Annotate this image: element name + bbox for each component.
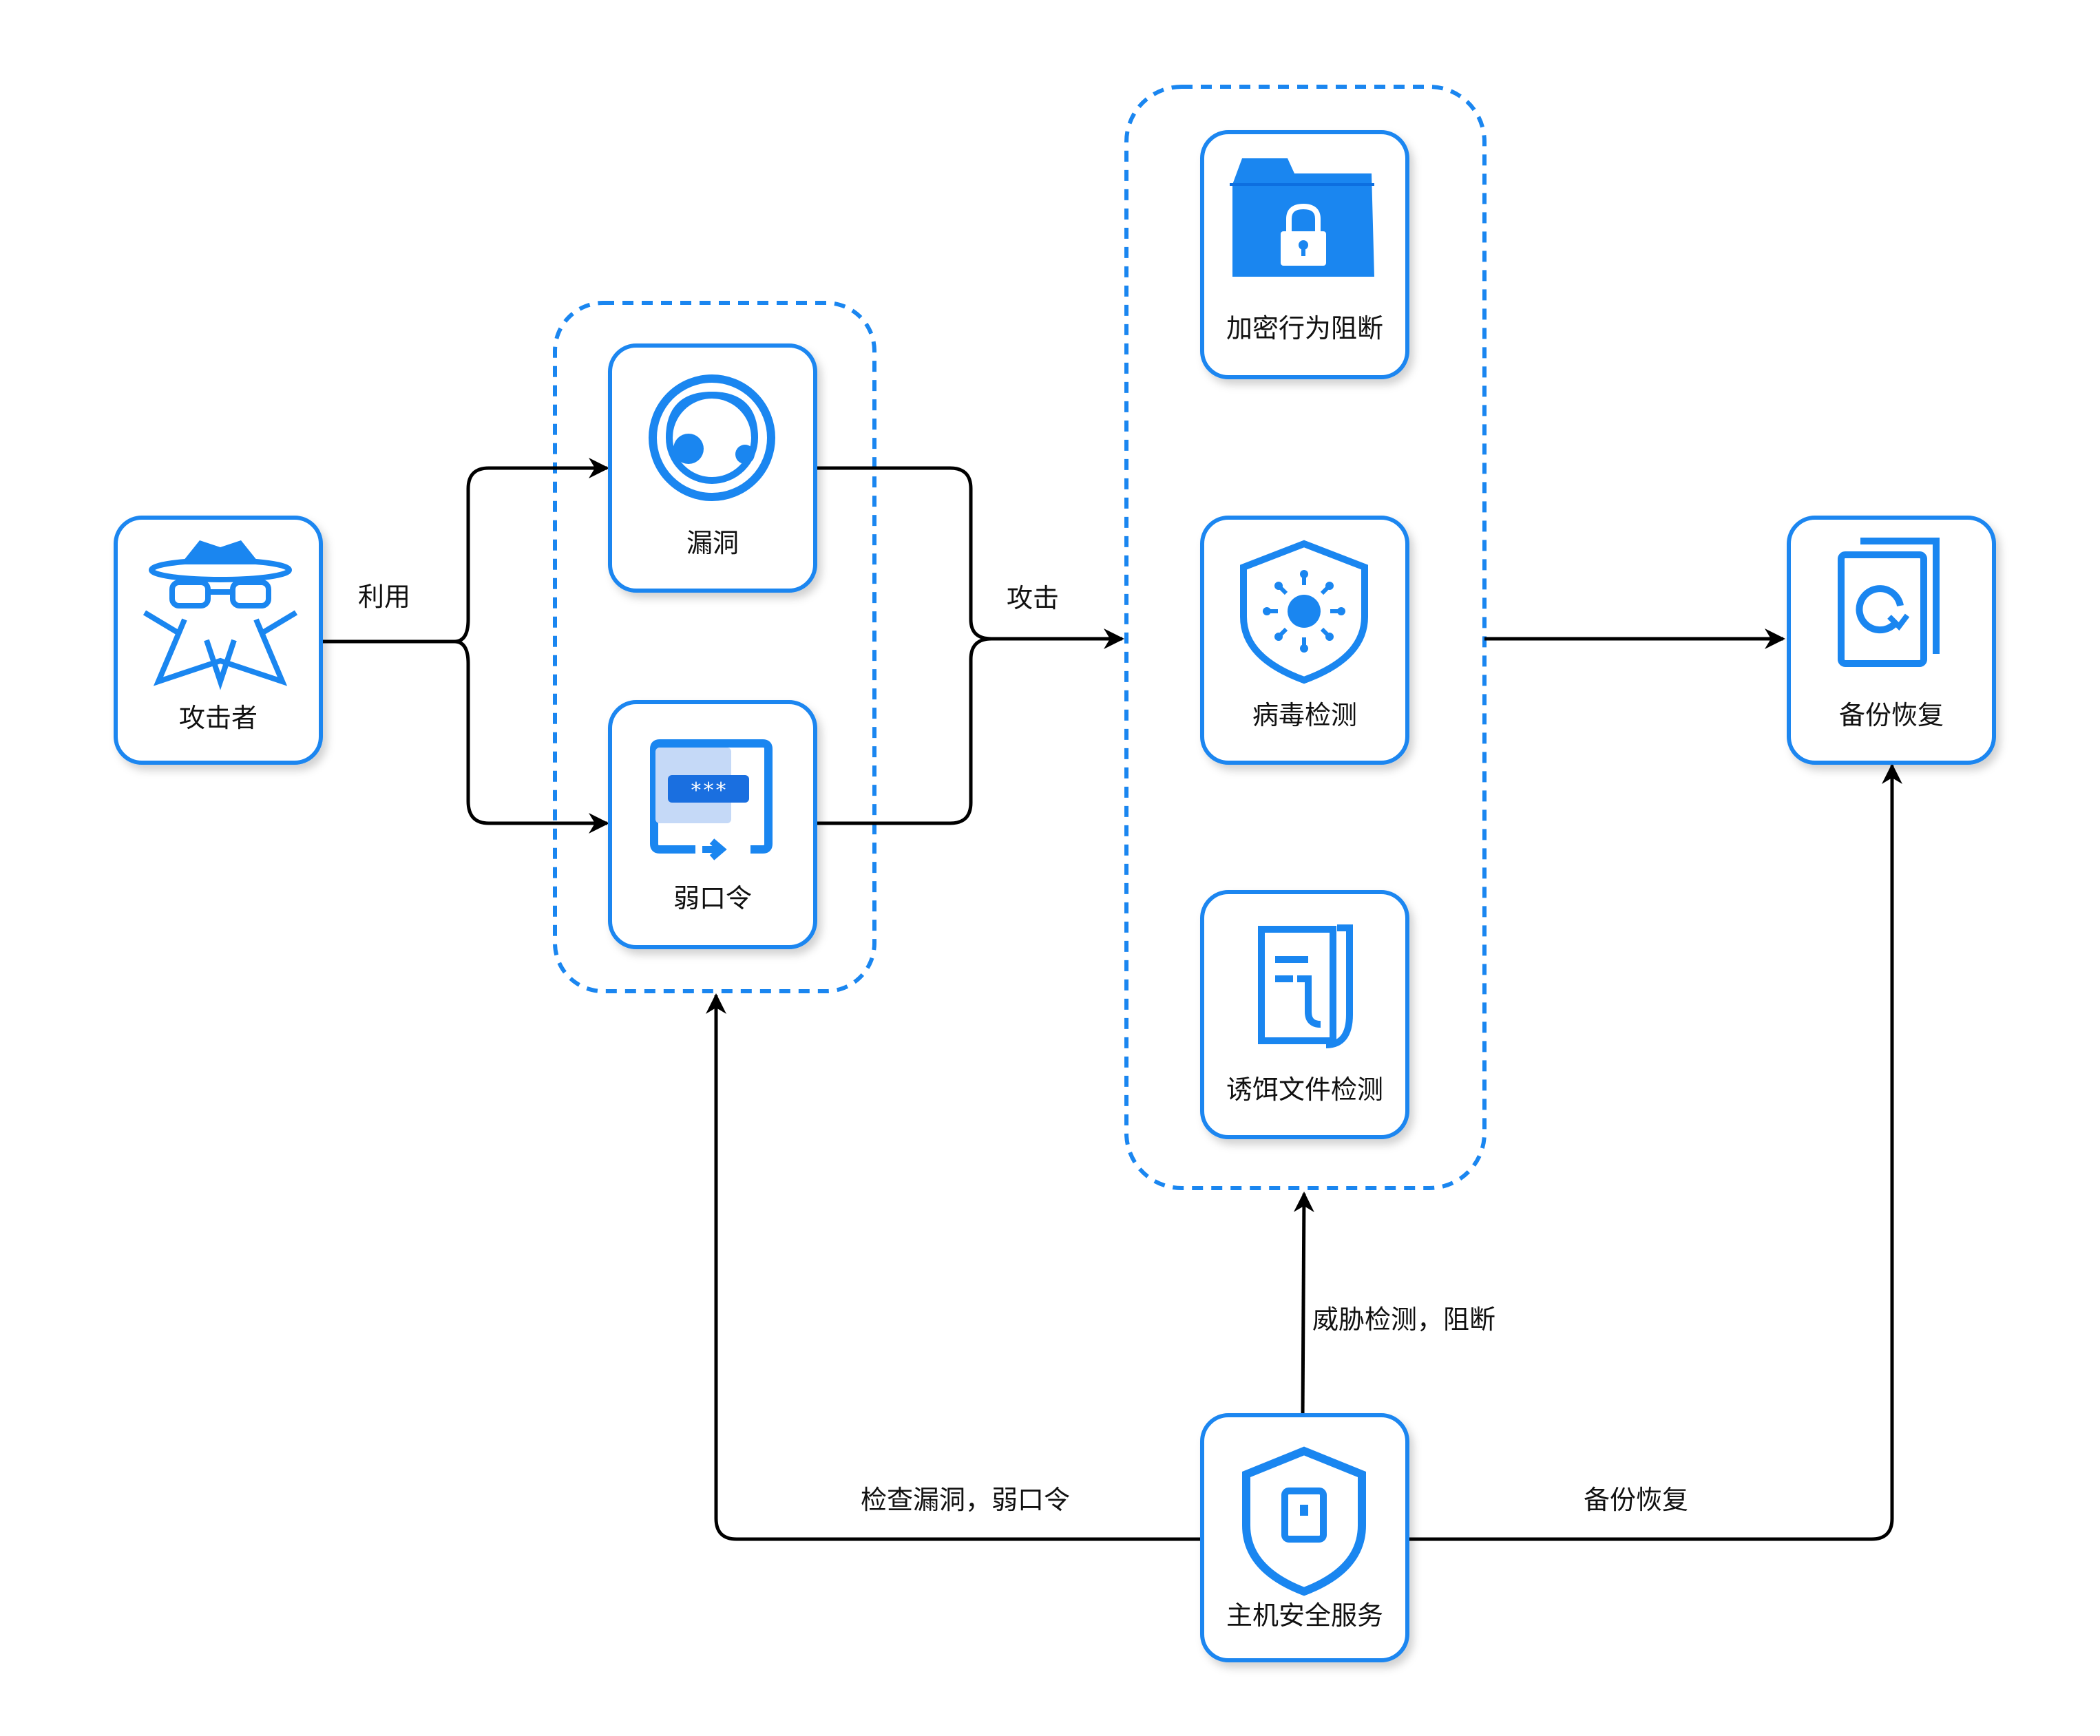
edge-label-attack: 攻击 bbox=[1007, 583, 1059, 613]
node-backup-restore-label: 备份恢复 bbox=[1839, 700, 1944, 730]
edge-host-check bbox=[706, 993, 1201, 1541]
edge-label-check: 检查漏洞，弱口令 bbox=[861, 1485, 1070, 1515]
edge-host-backup bbox=[1407, 763, 1902, 1541]
locked-folder-icon bbox=[1230, 158, 1374, 277]
edge-weak-password-attack bbox=[817, 637, 992, 825]
edge-label-backup: 备份恢复 bbox=[1584, 1485, 1688, 1515]
security-shield-icon bbox=[1242, 1446, 1366, 1596]
node-attacker-label: 攻击者 bbox=[179, 703, 258, 733]
node-virus-detection-label: 病毒检测 bbox=[1252, 700, 1357, 730]
hacker-spy-icon bbox=[143, 540, 298, 690]
node-encryption-block[interactable]: 加密行为阻断 bbox=[1200, 130, 1409, 379]
node-weak-password[interactable]: *** 弱口令 bbox=[608, 700, 817, 949]
node-vulnerability-label: 漏洞 bbox=[686, 528, 739, 558]
node-host-security-label: 主机安全服务 bbox=[1226, 1600, 1383, 1631]
node-virus-detection[interactable]: 病毒检测 bbox=[1200, 516, 1409, 765]
edge-exploit-weak-password bbox=[454, 639, 609, 834]
svg-text:***: *** bbox=[690, 779, 727, 803]
backup-restore-icon bbox=[1838, 538, 1940, 667]
node-vulnerability[interactable]: 漏洞 bbox=[608, 343, 817, 593]
node-decoy-detection-label: 诱饵文件检测 bbox=[1226, 1075, 1383, 1105]
edge-host-threat-detect bbox=[1293, 1192, 1314, 1416]
node-weak-password-label: 弱口令 bbox=[673, 883, 752, 913]
edge-label-exploit: 利用 bbox=[358, 582, 410, 612]
node-backup-restore[interactable]: 备份恢复 bbox=[1787, 516, 1996, 765]
edge-exploit-vulnerability bbox=[454, 458, 609, 644]
edges bbox=[322, 458, 1902, 1541]
edge-vulnerability-attack bbox=[817, 466, 992, 641]
node-attacker[interactable]: 攻击者 bbox=[114, 516, 323, 765]
password-login-icon: *** bbox=[650, 739, 773, 860]
edge-label-threat-detect: 威胁检测，阻断 bbox=[1312, 1304, 1495, 1335]
decoy-document-icon bbox=[1258, 924, 1353, 1048]
node-encryption-block-label: 加密行为阻断 bbox=[1226, 313, 1383, 343]
node-decoy-detection[interactable]: 诱饵文件检测 bbox=[1200, 890, 1409, 1139]
support-headset-icon bbox=[649, 374, 775, 501]
node-host-security[interactable]: 主机安全服务 bbox=[1200, 1413, 1409, 1662]
virus-shield-icon bbox=[1240, 540, 1368, 684]
